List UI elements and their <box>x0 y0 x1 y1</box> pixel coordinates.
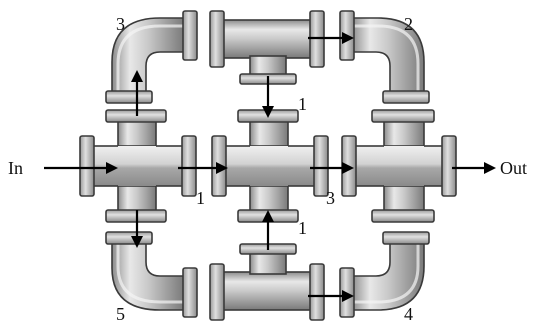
flange-elbow-br-top <box>383 232 429 244</box>
label-in: In <box>8 158 23 178</box>
flange-elbow-tl-bottom <box>106 91 152 103</box>
flange-elbow-bl-top <box>106 232 152 244</box>
flange-elbow-tl-right <box>183 11 197 60</box>
label-junction-left: 1 <box>196 188 205 208</box>
elbow-bottom-left <box>112 242 184 310</box>
label-junction-right: 3 <box>326 188 335 208</box>
elbow-top-right <box>352 18 424 92</box>
cross-right <box>342 110 456 222</box>
label-corner-top-left: 3 <box>116 14 125 34</box>
label-corner-bottom-left: 5 <box>116 304 125 324</box>
label-junction-top: 1 <box>298 94 307 114</box>
tee-bottom <box>210 244 324 320</box>
flange-elbow-bl-right <box>183 268 197 317</box>
cross-middle <box>212 110 328 222</box>
elbow-bottom-right <box>352 242 424 310</box>
tee-top <box>210 11 324 84</box>
label-corner-top-right: 2 <box>404 14 413 34</box>
label-junction-bottom: 1 <box>298 218 307 238</box>
label-out: Out <box>500 158 527 178</box>
flange-elbow-tr-bottom <box>383 91 429 103</box>
label-corner-bottom-right: 4 <box>404 304 413 324</box>
arrow-out <box>452 162 496 174</box>
cross-left <box>80 110 196 222</box>
